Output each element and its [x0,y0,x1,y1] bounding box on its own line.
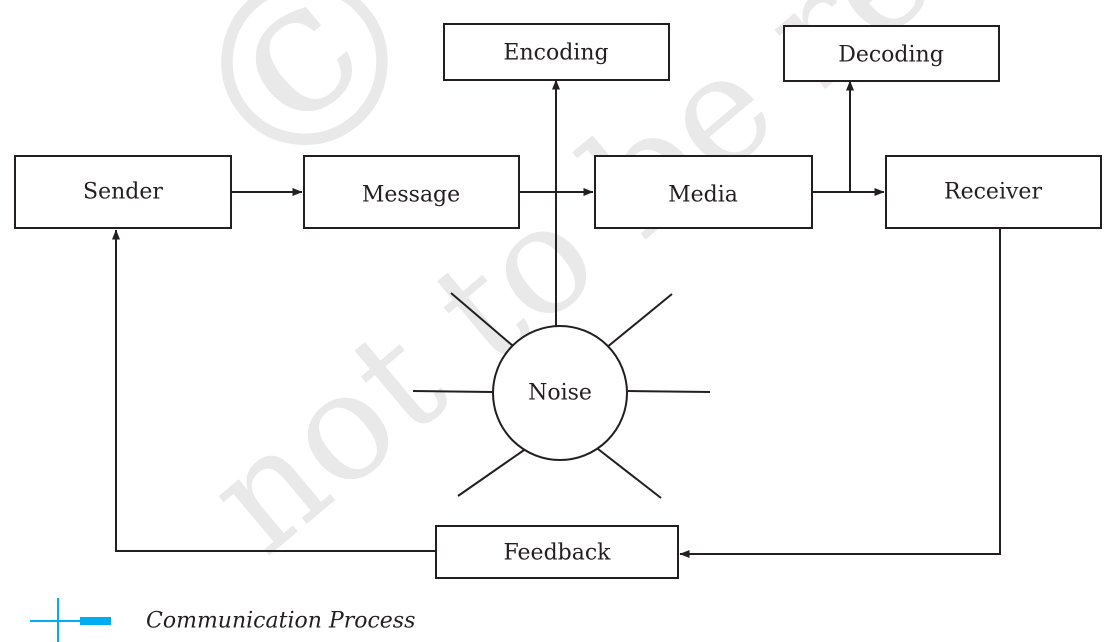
arrow-feedback-to-sender [112,229,435,552]
noise-ray [457,447,528,497]
node-receiver: Receiver [885,155,1102,229]
node-encoding: Encoding [443,23,670,81]
watermark: © not to be re [134,0,967,587]
noise-ray [412,390,493,393]
sender-label: Sender [83,180,163,205]
noise-ray [627,390,711,393]
connectors [112,79,1001,558]
figure-caption: Communication Process [30,598,415,642]
encoding-label: Encoding [503,41,608,66]
noise-label: Noise [528,381,592,406]
feedback-label: Feedback [503,541,611,566]
node-sender: Sender [14,155,232,229]
noise-ray [450,292,514,347]
node-media: Media [594,155,813,229]
noise-ray [597,448,662,499]
noise-circle [492,325,628,461]
receiver-label: Receiver [944,180,1042,205]
caption-text: Communication Process [146,609,415,634]
decoding-label: Decoding [838,43,944,68]
node-decoding: Decoding [783,25,1000,82]
noise-ray [605,293,673,349]
message-label: Message [362,183,460,208]
noise-rays [412,292,711,499]
node-feedback: Feedback [435,525,679,579]
caption-mark-bar [80,617,111,625]
arrow-receiver-to-feedback [679,228,1001,558]
node-noise: Noise [492,325,628,461]
node-message: Message [303,155,520,229]
media-label: Media [668,183,738,208]
